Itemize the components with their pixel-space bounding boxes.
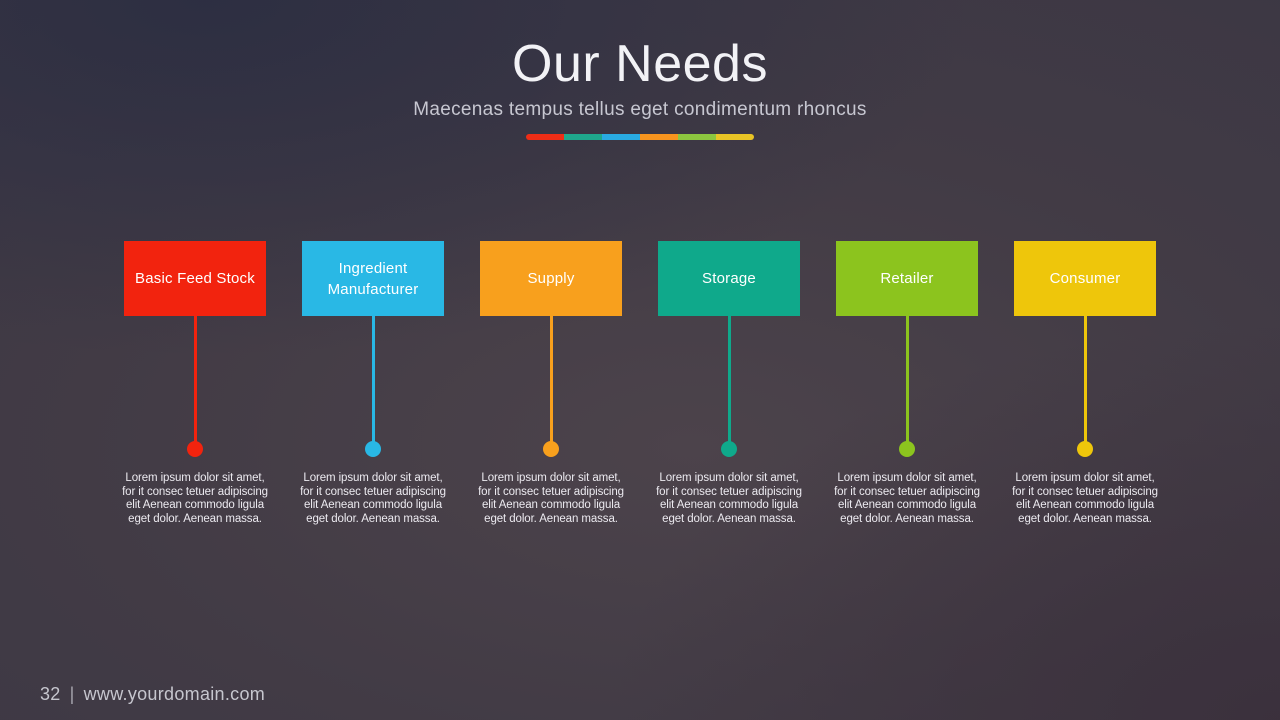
stage-connector-dot xyxy=(187,441,203,457)
stage-connector-dot xyxy=(721,441,737,457)
stage-connector-line xyxy=(371,316,375,442)
stage-column-basic-feed-stock: Basic Feed Stock Lorem ipsum dolor sit a… xyxy=(122,241,268,526)
stages-row: Basic Feed Stock Lorem ipsum dolor sit a… xyxy=(0,241,1280,526)
stage-column-storage: Storage Lorem ipsum dolor sit amet, for … xyxy=(656,241,802,526)
stage-description: Lorem ipsum dolor sit amet, for it conse… xyxy=(122,472,268,525)
stage-connector-dot xyxy=(899,441,915,457)
stage-description: Lorem ipsum dolor sit amet, for it conse… xyxy=(1012,472,1158,525)
accent-segment-yellow xyxy=(716,134,754,140)
stage-label: Ingredient Manufacturer xyxy=(327,259,419,298)
footer-domain: www.yourdomain.com xyxy=(83,684,266,704)
slide-title: Our Needs xyxy=(512,35,768,93)
accent-segment-green xyxy=(678,134,716,140)
stage-box: Storage xyxy=(658,241,800,316)
stage-connector-line xyxy=(549,316,553,442)
stage-column-consumer: Consumer Lorem ipsum dolor sit amet, for… xyxy=(1012,241,1158,526)
stage-description: Lorem ipsum dolor sit amet, for it conse… xyxy=(656,472,802,525)
stage-column-retailer: Retailer Lorem ipsum dolor sit amet, for… xyxy=(834,241,980,526)
stage-connector-dot xyxy=(365,441,381,457)
slide-subtitle: Maecenas tempus tellus eget condimentum … xyxy=(413,99,867,120)
stage-box: Supply xyxy=(480,241,622,316)
stage-connector-line xyxy=(727,316,731,442)
stage-description: Lorem ipsum dolor sit amet, for it conse… xyxy=(834,472,980,525)
stage-connector-line xyxy=(193,316,197,442)
stage-connector-dot xyxy=(543,441,559,457)
stage-label: Consumer xyxy=(1049,270,1121,287)
slide-header: Our Needs Maecenas tempus tellus eget co… xyxy=(0,36,1280,140)
stage-connector-line xyxy=(1083,316,1087,442)
stage-label: Retailer xyxy=(880,270,934,287)
slide-footer: 32 | www.yourdomain.com xyxy=(40,684,265,705)
accent-segment-teal xyxy=(564,134,602,140)
page-number: 32 xyxy=(40,684,61,704)
accent-segment-orange xyxy=(640,134,678,140)
stage-label: Basic Feed Stock xyxy=(135,270,255,287)
stage-label: Supply xyxy=(527,270,575,287)
stage-box: Ingredient Manufacturer xyxy=(302,241,444,316)
footer-separator: | xyxy=(69,684,75,704)
stage-connector-dot xyxy=(1077,441,1093,457)
stage-label: Storage xyxy=(702,270,756,287)
stage-box: Consumer xyxy=(1014,241,1156,316)
stage-column-ingredient-manufacturer: Ingredient Manufacturer Lorem ipsum dolo… xyxy=(300,241,446,526)
stage-column-supply: Supply Lorem ipsum dolor sit amet, for i… xyxy=(478,241,624,526)
stage-description: Lorem ipsum dolor sit amet, for it conse… xyxy=(478,472,624,525)
accent-segment-blue xyxy=(602,134,640,140)
accent-segment-red xyxy=(526,134,564,140)
stage-description: Lorem ipsum dolor sit amet, for it conse… xyxy=(300,472,446,525)
title-accent-bar xyxy=(526,134,754,140)
stage-box: Basic Feed Stock xyxy=(124,241,266,316)
stage-box: Retailer xyxy=(836,241,978,316)
stage-connector-line xyxy=(905,316,909,442)
